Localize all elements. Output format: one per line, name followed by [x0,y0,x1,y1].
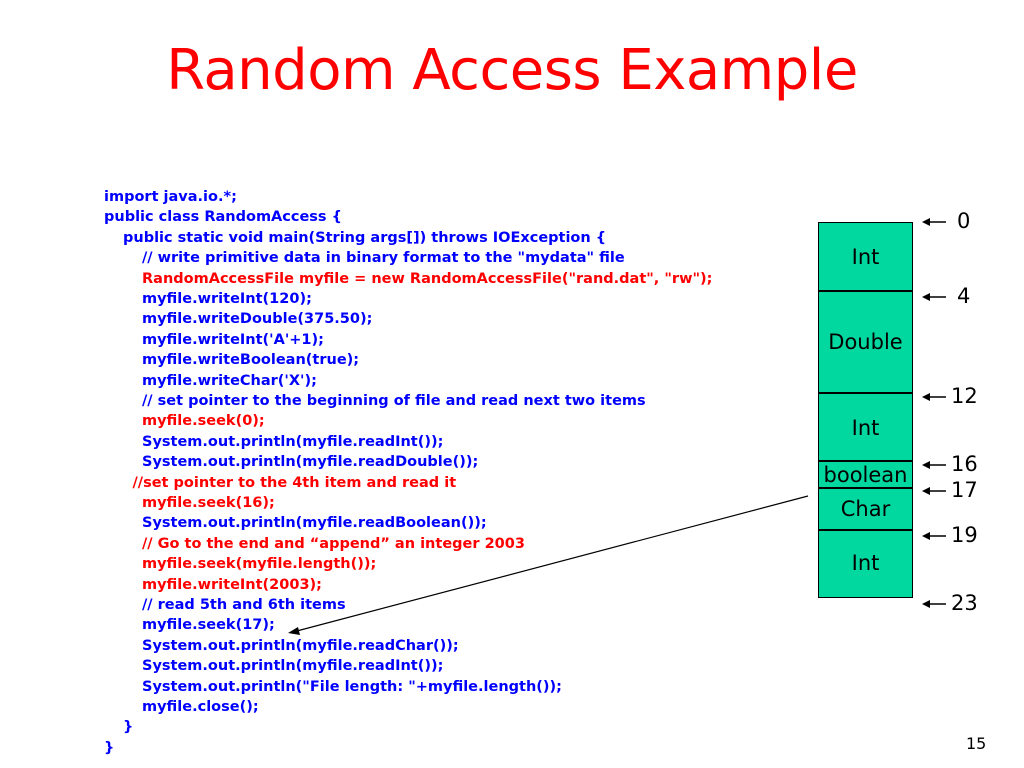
memory-block-int: Int [818,530,913,598]
byte-offset-label: 17 [951,478,978,502]
code-line: System.out.println(myfile.readBoolean())… [142,515,487,532]
code-line: myfile.writeDouble(375.50); [142,311,373,328]
code-line: myfile.writeInt(2003); [142,576,322,593]
code-line: myfile.close(); [142,699,259,715]
code-line: myfile.seek(myfile.length()); [142,556,377,573]
code-line: //set pointer to the 4th item and read i… [132,474,457,491]
memory-block-int: Int [818,393,913,461]
code-line: myfile.writeInt('A'+1); [142,331,324,348]
code-line: } [104,739,115,756]
code-line: myfile.writeInt(120); [142,291,312,307]
memory-block-boolean: boolean [818,461,913,488]
code-line: myfile.seek(0); [142,413,265,430]
code-line: } [123,719,134,736]
arrow-left-icon [922,461,930,469]
code-line: System.out.println(myfile.readDouble()); [142,454,479,471]
code-line: System.out.println(myfile.readInt()); [142,433,444,450]
arrow-left-icon [922,293,930,301]
arrow-left-icon [922,218,930,226]
code-line: // set pointer to the beginning of file … [142,393,646,409]
arrow-left-icon [922,532,930,540]
code-line: System.out.println(myfile.readChar()); [142,637,459,654]
code-line: public class RandomAccess { [104,209,342,226]
byte-offset-label: 23 [951,591,978,615]
byte-offset-label: 16 [951,452,978,476]
code-line: myfile.seek(17); [142,617,275,634]
code-line: RandomAccessFile myfile = new RandomAcce… [142,270,713,287]
memory-block-char: Char [818,488,913,530]
code-line: // read 5th and 6th items [142,597,346,613]
arrow-left-icon [922,600,930,608]
code-line: myfile.seek(16); [142,495,275,511]
byte-offset-label: 4 [957,284,971,308]
memory-block-double: Double [818,291,913,393]
code-line: System.out.println("File length: "+myfil… [142,678,562,695]
code-line: System.out.println(myfile.readInt()); [142,658,444,675]
code-line: // write primitive data in binary format… [142,250,625,267]
arrowhead-icon [288,627,300,635]
byte-offset-label: 19 [951,523,978,547]
slide-number: 15 [966,734,987,753]
code-line: public static void main(String args[]) t… [123,229,607,246]
code-line: // Go to the end and “append” an integer… [142,535,525,552]
code-line: myfile.writeChar('X'); [142,372,317,389]
code-line: import java.io.*; [104,189,237,205]
memory-block-int: Int [818,222,913,291]
byte-offset-label: 0 [957,209,971,233]
code-line: myfile.writeBoolean(true); [142,352,360,369]
arrow-left-icon [922,487,930,495]
arrow-left-icon [922,393,930,401]
byte-offset-label: 12 [951,384,978,408]
slide-title: Random Access Example [166,38,858,103]
